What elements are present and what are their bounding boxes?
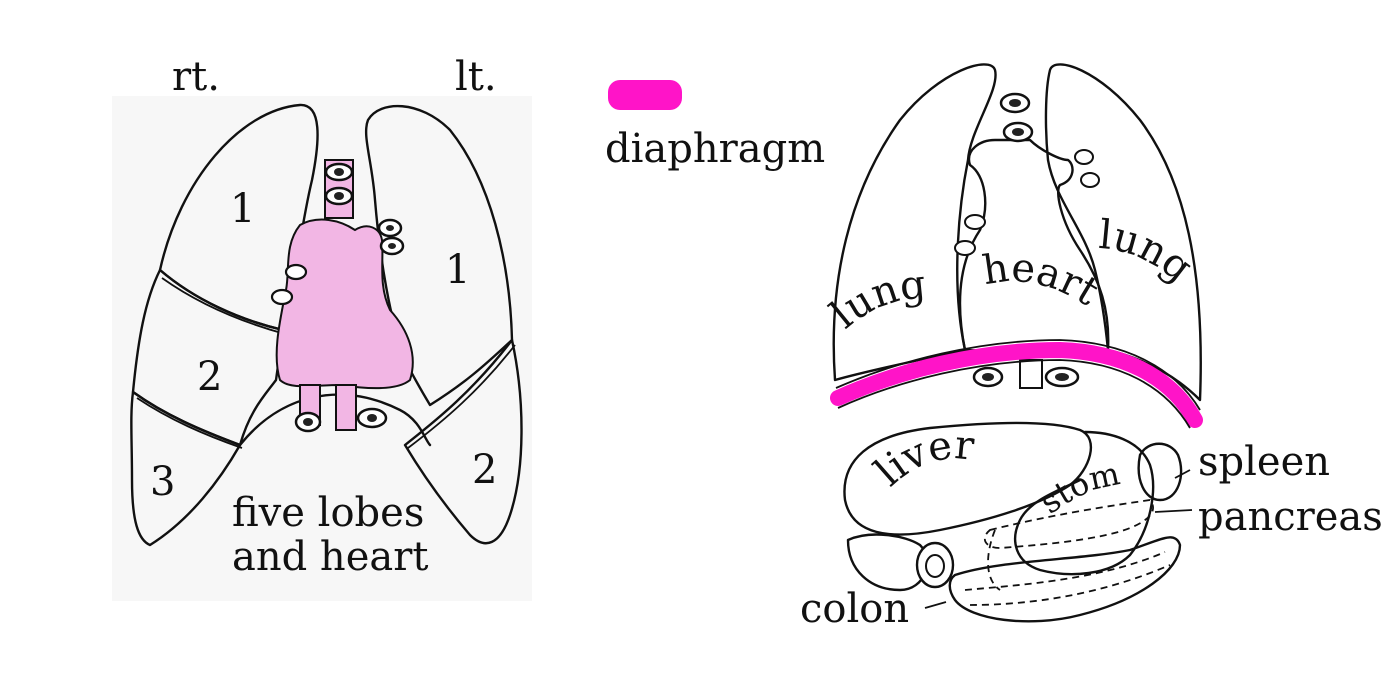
right-thorax-figure: lung heart lung liver stom spleen pancre… [800, 63, 1383, 632]
diaphragm-lower-edge [837, 359, 1191, 429]
fissure-line [161, 277, 286, 335]
label-colon: colon [800, 586, 909, 632]
left-lung-lobe-2 [403, 338, 523, 545]
caption-line-1: five lobes [232, 490, 424, 536]
label-liver: liver [866, 422, 977, 495]
pancreas-leader [1154, 509, 1193, 513]
fissure-line [136, 397, 243, 449]
label-heart: heart [980, 245, 1107, 315]
caption-line-2: and heart [232, 534, 428, 580]
lobe-number: 1 [230, 186, 255, 232]
fissure-line [407, 344, 516, 449]
pancreas-outline [983, 499, 1154, 549]
spleen-leader [1174, 469, 1191, 479]
lobe-number: 2 [197, 354, 222, 400]
heart-shape [275, 218, 414, 390]
spleen-outline [1137, 442, 1183, 502]
liver-outline [843, 421, 1092, 536]
diaphragm-upper-edge [835, 339, 1201, 411]
lobe-number: 2 [472, 447, 497, 493]
heart-outline [958, 138, 1110, 354]
label-pancreas: pancreas [1198, 494, 1383, 540]
label-spleen: spleen [1198, 439, 1330, 485]
left-lung-lobe-1 [364, 104, 514, 407]
diaphragm [830, 341, 1203, 428]
colon-leader [924, 601, 947, 609]
cardiac-notch [238, 393, 432, 447]
lobe-number: 1 [445, 247, 470, 293]
lobe-number: 3 [150, 459, 175, 505]
colon [846, 529, 1182, 623]
stomach-outline [1013, 430, 1155, 576]
legend-swatch [608, 80, 682, 110]
great-vessels [270, 159, 405, 433]
lung-left-outline [832, 63, 997, 382]
great-vessels [954, 92, 1100, 389]
right-lung-lobe-3 [130, 390, 242, 547]
legend-label: diaphragm [605, 126, 825, 172]
side-label-left: lt. [455, 54, 497, 100]
side-label-right: rt. [172, 54, 220, 100]
legend: diaphragm [605, 80, 825, 172]
left-lung-figure: rt. lt. 1 2 3 1 2 five lobes and heart [112, 54, 532, 601]
